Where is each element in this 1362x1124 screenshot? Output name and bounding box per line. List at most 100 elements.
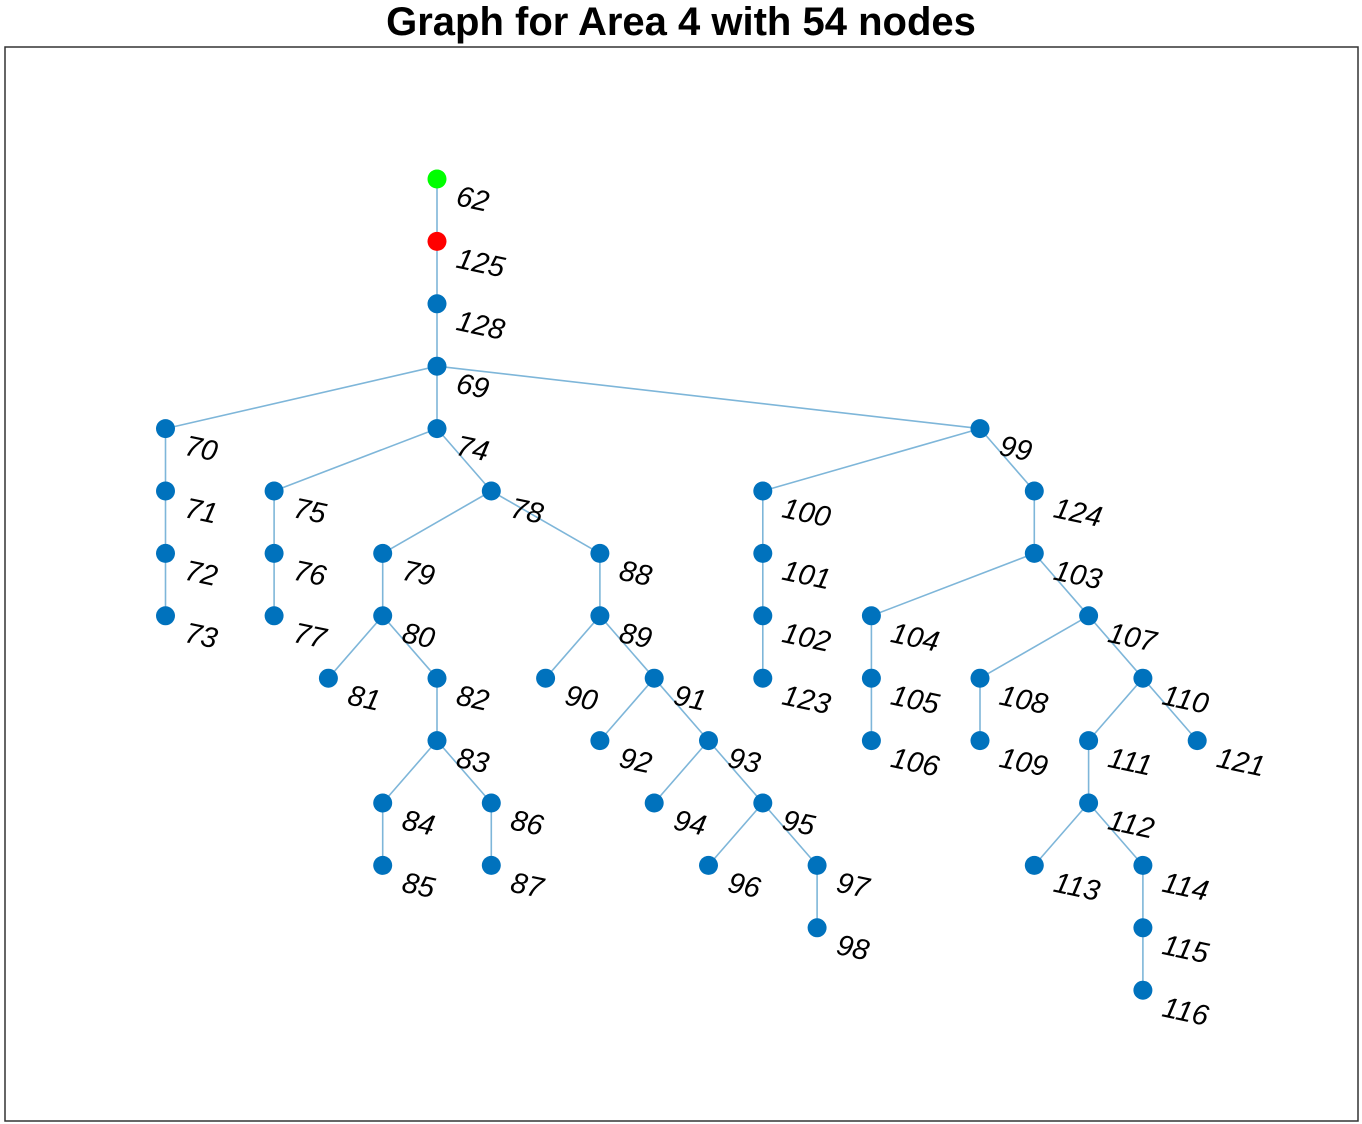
node-101: [753, 543, 773, 563]
node-80: [373, 606, 393, 626]
node-label-121: 121: [1214, 742, 1268, 783]
node-104: [861, 606, 881, 626]
node-124: [1024, 481, 1044, 501]
edge-99-124: [979, 428, 1035, 492]
node-label-76: 76: [291, 555, 330, 593]
node-82: [427, 668, 447, 688]
edge-78-79: [382, 490, 492, 555]
node-label-106: 106: [888, 742, 943, 784]
node-label-102: 102: [779, 617, 833, 658]
edge-69-70: [165, 365, 438, 430]
node-label-90: 90: [562, 680, 600, 718]
node-110: [1133, 668, 1153, 688]
node-label-123: 123: [779, 680, 833, 721]
node-label-97: 97: [834, 867, 874, 905]
node-102: [753, 606, 773, 626]
node-label-80: 80: [399, 617, 437, 655]
edge-112-114: [1087, 802, 1144, 866]
node-label-105: 105: [888, 680, 943, 722]
node-128: [427, 294, 447, 314]
node-72: [156, 543, 175, 563]
node-106: [861, 731, 881, 751]
node-label-74: 74: [454, 430, 492, 468]
node-label-114: 114: [1159, 867, 1211, 908]
edges-layer: [164, 179, 1198, 991]
edge-89-91: [599, 615, 655, 679]
edge-99-100: [762, 427, 981, 492]
node-label-94: 94: [671, 805, 709, 843]
node-123: [753, 668, 773, 688]
edge-95-97: [762, 802, 818, 866]
node-label-91: 91: [671, 680, 709, 718]
node-label-75: 75: [291, 493, 330, 531]
node-62: [427, 169, 447, 189]
edge-95-96: [707, 802, 764, 866]
node-121: [1187, 731, 1207, 751]
node-74: [427, 419, 447, 439]
node-96: [699, 855, 718, 875]
node-87: [481, 855, 501, 875]
node-label-104: 104: [888, 617, 942, 658]
node-103: [1024, 543, 1044, 563]
node-105: [861, 668, 881, 688]
node-85: [373, 855, 393, 875]
edge-74-75: [273, 427, 438, 492]
node-label-92: 92: [616, 742, 654, 780]
node-label-89: 89: [616, 617, 654, 655]
node-label-110: 110: [1159, 680, 1211, 721]
node-107: [1079, 606, 1099, 626]
node-label-125: 125: [454, 243, 509, 285]
edge-91-93: [653, 677, 710, 742]
node-86: [481, 793, 501, 813]
node-label-69: 69: [454, 368, 492, 406]
edge-107-108: [979, 615, 1089, 679]
node-label-103: 103: [1051, 555, 1105, 596]
edge-107-110: [1087, 615, 1144, 679]
node-label-62: 62: [454, 181, 492, 219]
node-111: [1079, 731, 1099, 751]
node-label-107: 107: [1105, 617, 1161, 659]
node-78: [481, 481, 501, 501]
edge-80-81: [327, 615, 384, 679]
node-label-111: 111: [1105, 742, 1155, 782]
node-label-84: 84: [399, 805, 437, 843]
node-76: [264, 543, 284, 563]
node-label-98: 98: [834, 929, 872, 967]
node-116: [1133, 980, 1153, 1000]
node-label-82: 82: [454, 680, 492, 718]
edge-83-84: [382, 740, 438, 804]
node-label-87: 87: [508, 867, 548, 905]
node-88: [590, 543, 610, 563]
edge-91-92: [599, 677, 655, 742]
node-79: [373, 543, 393, 563]
node-label-72: 72: [182, 555, 220, 593]
page-title: Graph for Area 4 with 54 nodes: [386, 0, 976, 44]
node-label-113: 113: [1051, 867, 1103, 908]
node-89: [590, 606, 610, 626]
edge-103-104: [871, 552, 1035, 617]
edge-78-88: [490, 490, 601, 555]
node-91: [644, 668, 664, 688]
node-73: [156, 606, 175, 626]
edge-89-90: [544, 615, 601, 679]
node-label-81: 81: [345, 680, 383, 718]
node-112: [1079, 793, 1099, 813]
node-92: [590, 731, 610, 751]
node-label-101: 101: [779, 555, 833, 596]
node-77: [264, 606, 284, 626]
node-94: [644, 793, 664, 813]
node-label-99: 99: [997, 430, 1035, 468]
edge-93-94: [653, 740, 710, 804]
edge-110-111: [1087, 677, 1144, 742]
node-label-73: 73: [182, 617, 220, 655]
node-113: [1024, 855, 1044, 875]
node-label-86: 86: [508, 805, 547, 843]
edge-112-113: [1033, 802, 1090, 866]
node-70: [156, 419, 175, 439]
node-115: [1133, 918, 1153, 938]
node-109: [970, 731, 990, 751]
node-label-93: 93: [725, 742, 763, 780]
node-99: [970, 419, 990, 439]
node-label-96: 96: [725, 867, 764, 905]
